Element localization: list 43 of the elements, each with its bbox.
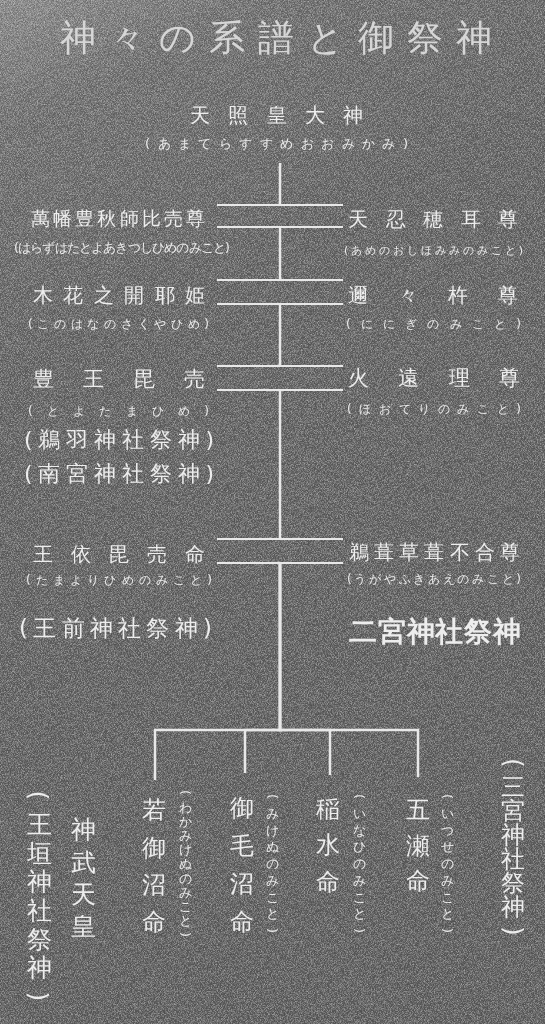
deity-name: 萬幡豊秋師比売尊 [31,207,205,230]
connector-line [278,163,282,204]
deity-name: 邇々杵尊 [348,284,518,306]
name-reading: (みけぬのみこと) [265,793,280,936]
deity-name: 王依毘売命 [33,543,205,565]
deity-name: 神武天皇 [70,814,97,944]
double-line [217,365,343,391]
deity-name: 御毛沼命 [229,793,255,938]
shrine-note: (鵜羽神社祭神) [24,427,214,452]
name-reading: (いつせのみこと) [440,793,455,936]
shrine-note: (王垣神社祭神) [25,789,53,1004]
deity-name: 稲水命 [315,793,341,898]
double-line [217,279,343,305]
name-reading: (このはなのさくやひめ) [28,317,209,332]
connector-line [278,228,282,279]
shrine-note: (三宮神社祭神) [499,757,527,938]
connector-line [153,564,282,780]
name-reading: (あまてらすすめおおみかみ) [145,136,408,152]
connector-line [278,391,282,538]
name-reading: (ににぎのみこと) [346,317,521,332]
shrine-note: 二宮神社祭神 [349,615,521,648]
deity-name: 鵜葺草葺不合尊 [349,542,520,563]
deity-name: 火遠理尊 [348,367,520,390]
deity-name: 五瀬命 [405,795,431,898]
deity-name: 木花之開耶姫 [33,284,205,306]
connector-line [278,305,282,365]
shrine-note: (南宮神社祭神) [24,461,214,486]
double-line [217,204,343,228]
double-line [217,538,343,564]
name-reading: (はらずはたとよあきつしひめのみこと) [14,239,230,256]
name-reading: (あめのおしほみみのみこと) [344,244,523,258]
deity-name: 天忍穂耳尊 [348,208,518,231]
deity-name: 天照皇大神 [190,103,363,127]
deity-name: 若御沼命 [141,795,167,939]
name-reading: (とよたまひめ) [28,403,209,419]
name-reading: (うがやふきあえのみこと) [347,572,521,587]
name-reading: (いなひのみこと) [352,793,367,936]
name-reading: (たまよりひめのみこと) [26,573,212,588]
deity-name: 豊王毘売 [33,367,205,391]
name-reading: (ほおてりのみこと) [347,402,521,417]
shrine-note: (王前神社祭神) [19,616,212,641]
name-reading: (わかみけぬのみこと) [178,789,193,940]
title: 神々の系譜と御祭神 [60,18,492,58]
